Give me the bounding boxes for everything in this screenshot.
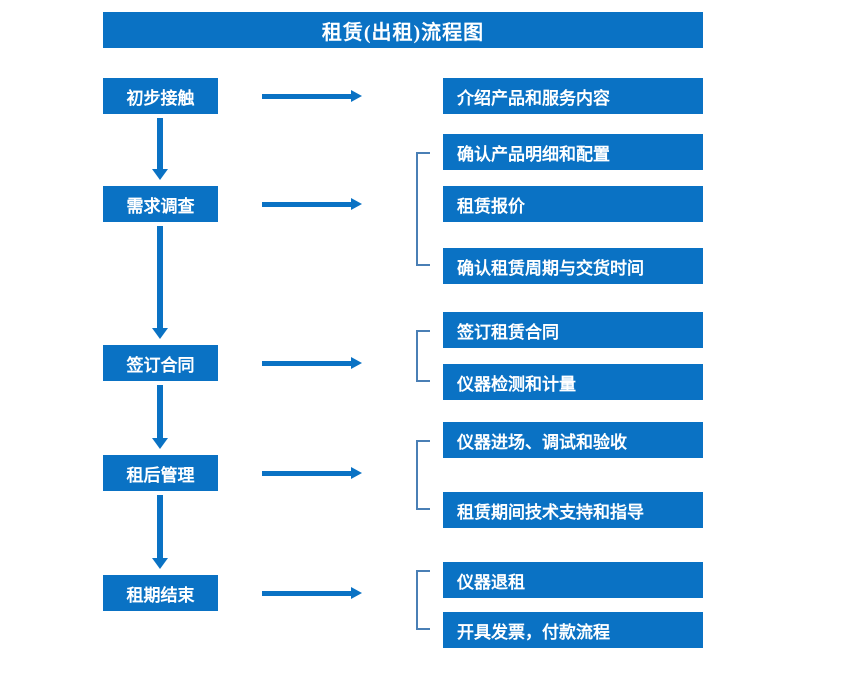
stage-box-sign-contract[interactable]: 签订合同 — [103, 345, 218, 381]
stage-box-post-rental-management[interactable]: 租后管理 — [103, 455, 218, 491]
detail-box-instrument-testing[interactable]: 仪器检测和计量 — [443, 364, 703, 400]
stage-box-initial-contact[interactable]: 初步接触 — [103, 78, 218, 114]
arrow-right-contract — [262, 357, 362, 369]
stage-box-rental-end[interactable]: 租期结束 — [103, 575, 218, 611]
bracket-sign-contract-group — [416, 330, 430, 382]
detail-box-rental-quote[interactable]: 租赁报价 — [443, 186, 703, 222]
bracket-post-rental-group — [416, 440, 430, 510]
detail-box-instrument-return[interactable]: 仪器退租 — [443, 562, 703, 598]
arrow-right-management — [262, 467, 362, 479]
arrow-down-survey-to-contract — [152, 226, 168, 339]
chart-title: 租赁(出租)流程图 — [103, 12, 703, 48]
detail-box-invoice-payment[interactable]: 开具发票，付款流程 — [443, 612, 703, 648]
stage-box-demand-survey[interactable]: 需求调查 — [103, 186, 218, 222]
arrow-right-end — [262, 587, 362, 599]
detail-box-confirm-period[interactable]: 确认租赁周期与交货时间 — [443, 248, 703, 284]
detail-box-sign-rental-contract[interactable]: 签订租赁合同 — [443, 312, 703, 348]
arrow-right-survey — [262, 198, 362, 210]
detail-box-technical-support[interactable]: 租赁期间技术支持和指导 — [443, 492, 703, 528]
arrow-down-contact-to-survey — [152, 118, 168, 180]
arrow-down-management-to-end — [152, 495, 168, 569]
bracket-rental-end-group — [416, 570, 430, 630]
arrow-right-contact — [262, 90, 362, 102]
detail-box-confirm-spec[interactable]: 确认产品明细和配置 — [443, 134, 703, 170]
detail-box-introduce-products[interactable]: 介绍产品和服务内容 — [443, 78, 703, 114]
arrow-down-contract-to-management — [152, 385, 168, 449]
bracket-demand-survey-group — [416, 152, 430, 266]
detail-box-instrument-delivery[interactable]: 仪器进场、调试和验收 — [443, 422, 703, 458]
